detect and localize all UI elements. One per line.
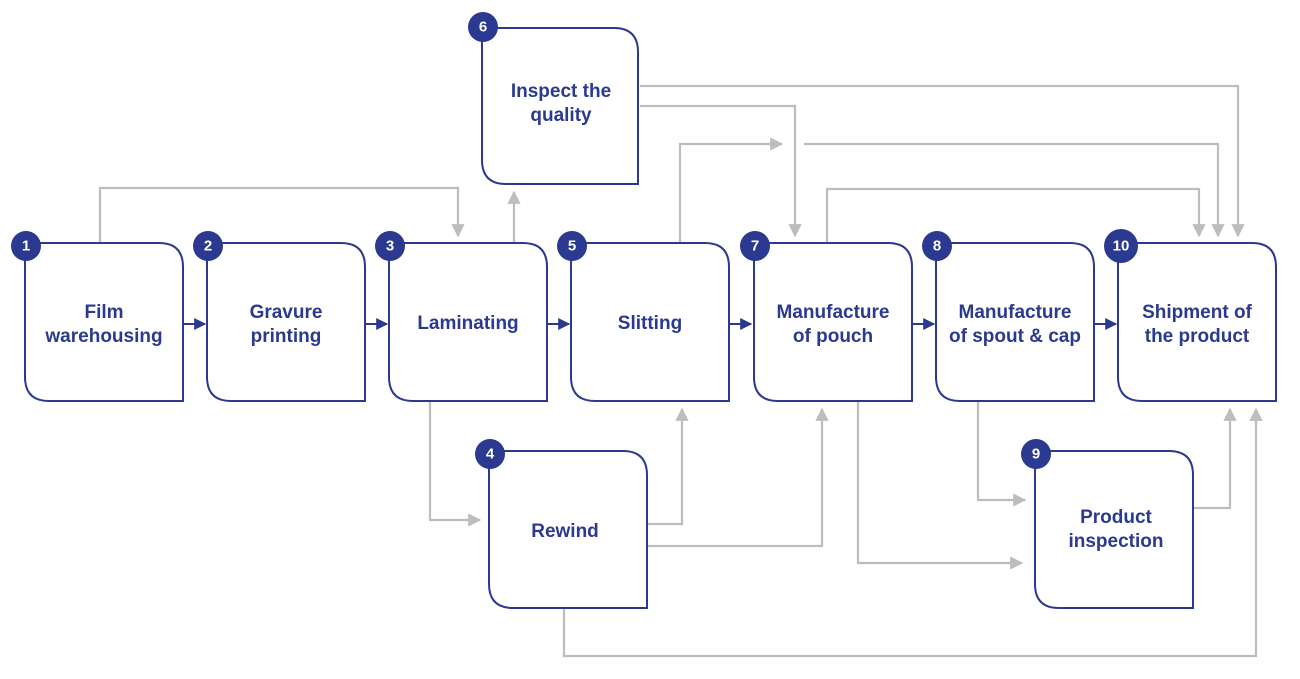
step-badge xyxy=(557,231,587,261)
node-inspect-quality: Inspect the quality 6 xyxy=(468,12,639,185)
node-label: Manufacture xyxy=(777,302,890,323)
node-label: Product xyxy=(1080,507,1152,528)
step-number: 7 xyxy=(751,238,759,255)
edge-5-to-10 xyxy=(678,137,784,243)
node-label: Gravure xyxy=(250,302,323,323)
node-slitting: Slitting 5 xyxy=(557,231,730,402)
node-label: Film xyxy=(84,302,123,323)
edge-1-to-3 xyxy=(98,186,465,243)
edge-5-to-10-b xyxy=(804,142,1225,238)
step-number: 2 xyxy=(204,238,212,255)
step-badge xyxy=(475,439,505,469)
step-badge xyxy=(193,231,223,261)
step-badge xyxy=(468,12,498,42)
node-label: printing xyxy=(251,326,322,347)
node-shipment-product: Shipment of the product 10 xyxy=(1104,229,1277,402)
node-label: warehousing xyxy=(44,326,162,347)
node-rewind: Rewind 4 xyxy=(475,439,648,609)
step-number: 1 xyxy=(22,238,30,255)
node-manufacture-spout-cap: Manufacture of spout & cap 8 xyxy=(922,231,1095,402)
node-product-inspection: Product inspection 9 xyxy=(1021,439,1194,609)
edge-7-to-9 xyxy=(856,401,1024,570)
node-label: of spout & cap xyxy=(949,326,1081,347)
alt-connectors xyxy=(98,84,1263,658)
edge-3-to-4 xyxy=(428,401,482,527)
step-number: 9 xyxy=(1032,446,1040,463)
step-number: 5 xyxy=(568,238,576,255)
edge-6-to-7 xyxy=(640,104,802,238)
step-badge xyxy=(740,231,770,261)
node-label: Manufacture xyxy=(959,302,1072,323)
step-badge xyxy=(1021,439,1051,469)
node-label: inspection xyxy=(1068,531,1163,552)
node-label: the product xyxy=(1145,326,1250,347)
step-badge xyxy=(375,231,405,261)
edge-8-to-9 xyxy=(976,401,1027,507)
edge-4-to-10 xyxy=(562,407,1263,658)
node-label: Inspect the xyxy=(511,81,611,102)
node-label: Rewind xyxy=(531,521,599,542)
edge-4-to-7 xyxy=(647,407,829,548)
edge-7-to-10 xyxy=(825,187,1206,243)
node-label: of pouch xyxy=(793,326,873,347)
edge-4-to-5 xyxy=(647,407,689,526)
edge-6-to-10 xyxy=(640,84,1245,238)
step-number: 3 xyxy=(386,238,394,255)
node-label: quality xyxy=(530,105,592,126)
node-gravure-printing: Gravure printing 2 xyxy=(193,231,366,402)
node-label: Laminating xyxy=(417,313,518,334)
step-badge xyxy=(11,231,41,261)
step-number: 4 xyxy=(486,446,495,463)
edge-9-to-10 xyxy=(1193,407,1237,510)
step-number: 8 xyxy=(933,238,941,255)
node-label: Slitting xyxy=(618,313,682,334)
node-label: Shipment of xyxy=(1142,302,1252,323)
step-badge xyxy=(1104,229,1138,263)
node-laminating: Laminating 3 xyxy=(375,231,548,402)
step-number: 6 xyxy=(479,19,487,36)
step-badge xyxy=(922,231,952,261)
node-film-warehousing: Film warehousing 1 xyxy=(11,231,184,402)
node-manufacture-pouch: Manufacture of pouch 7 xyxy=(740,231,913,402)
step-number: 10 xyxy=(1113,238,1130,255)
nodes: Film warehousing 1 Gravure printing 2 La… xyxy=(11,12,1277,609)
